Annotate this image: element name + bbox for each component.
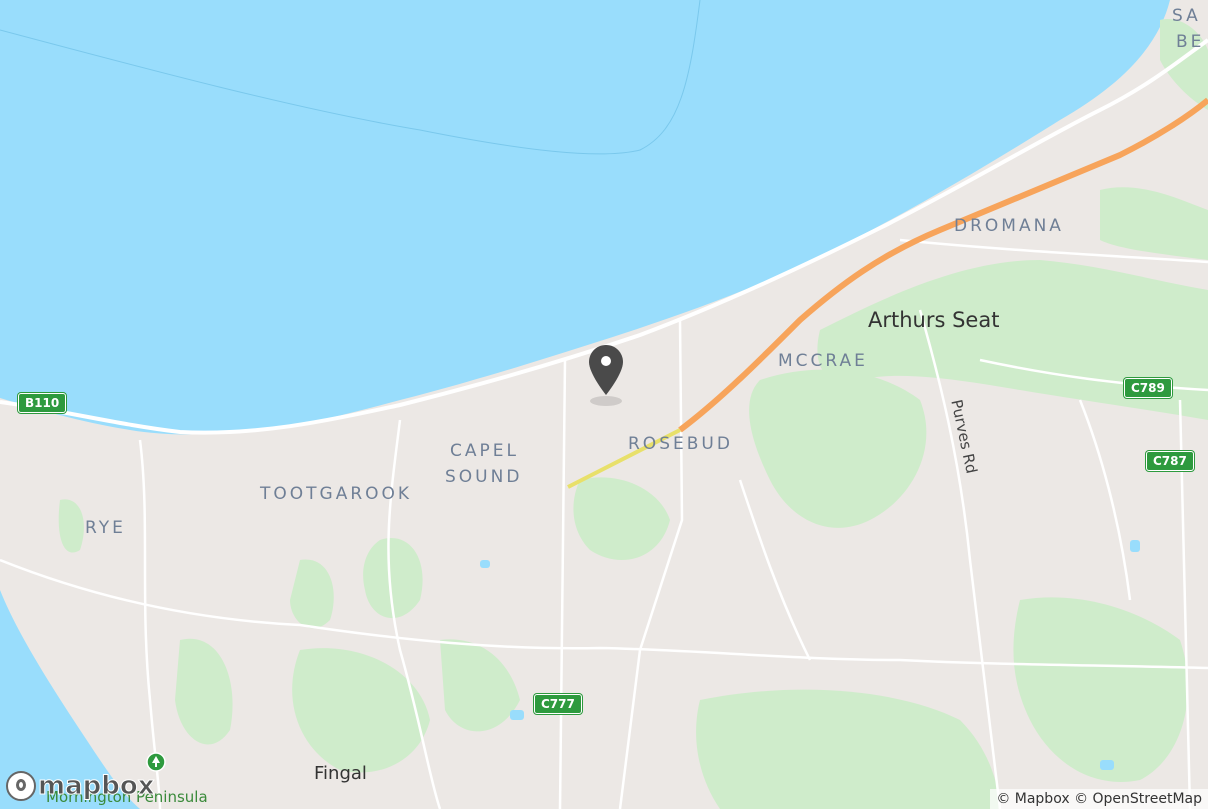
bay-water — [0, 0, 1170, 435]
shipping-channel — [0, 0, 701, 155]
mapbox-logo[interactable]: mapbox — [6, 771, 155, 802]
label-rye: RYE — [85, 518, 126, 538]
parks — [58, 19, 1208, 809]
label-arthurs-seat: Arthurs Seat — [868, 308, 1000, 332]
label-fingal: Fingal — [314, 763, 367, 784]
label-tootgarook: TOOTGAROOK — [260, 484, 413, 504]
shield-b110: B110 — [18, 393, 67, 413]
ocean-water — [0, 590, 140, 809]
label-be: BE — [1176, 32, 1205, 52]
label-sound: SOUND — [445, 467, 523, 487]
small-lakes — [480, 540, 1140, 770]
shield-c777: C777 — [534, 694, 582, 714]
attribution[interactable]: © Mapbox © OpenStreetMap — [990, 789, 1208, 809]
label-mccrae: MCCRAE — [778, 351, 868, 371]
label-sa: SA — [1172, 6, 1201, 26]
mapbox-logo-icon — [6, 771, 36, 801]
label-mornington-peninsula: Mornington Peninsula — [46, 788, 208, 806]
mapbox-logo-text: mapbox — [38, 771, 155, 802]
secondary-road — [567, 428, 681, 489]
shield-c789: C789 — [1124, 378, 1172, 398]
label-rosebud: ROSEBUD — [628, 434, 733, 454]
shield-c787: C787 — [1146, 451, 1194, 471]
coast-road — [0, 38, 1208, 435]
label-capel: CAPEL — [450, 441, 519, 461]
label-dromana: DROMANA — [954, 216, 1064, 236]
freeway — [678, 97, 1208, 433]
minor-roads — [0, 238, 1208, 809]
